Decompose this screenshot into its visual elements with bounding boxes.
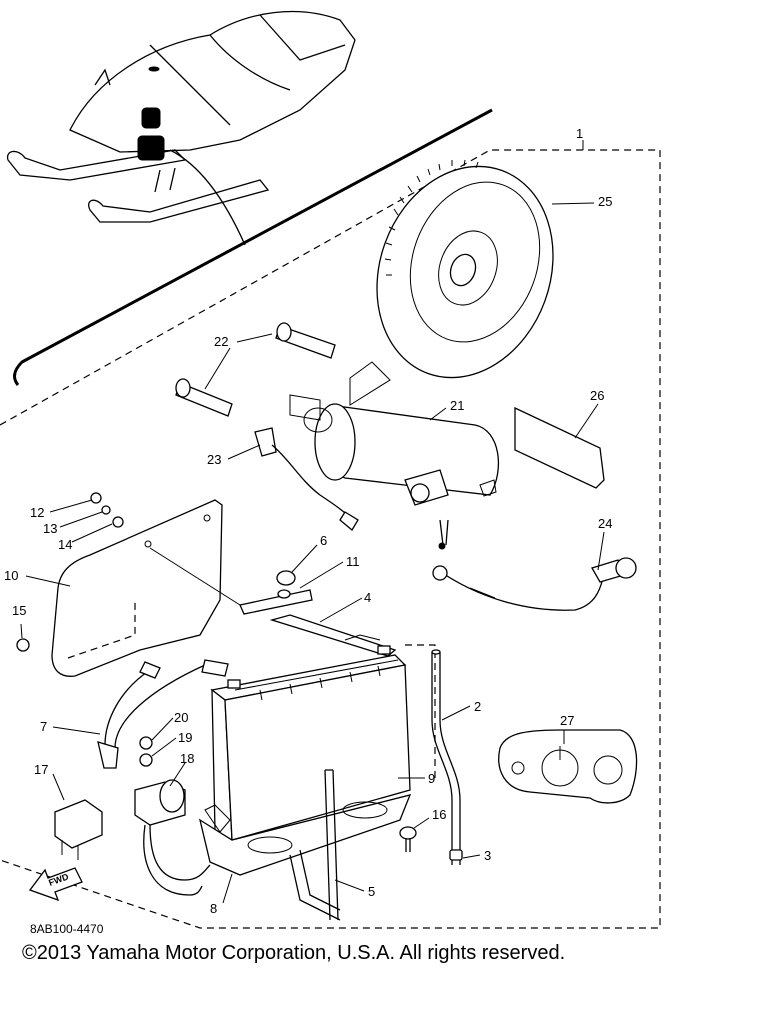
retaining-rod: [289, 769, 341, 921]
callout-3: 3: [484, 848, 491, 863]
callout-12: 12: [30, 505, 44, 520]
callout-19: 19: [178, 730, 192, 745]
snowmobile-illustration: [6, 11, 356, 246]
callout-7: 7: [40, 719, 47, 734]
callout-17: 17: [34, 762, 48, 777]
vent-hose: [431, 649, 463, 865]
callout-20: 20: [174, 710, 188, 725]
separator-line: [13, 108, 493, 386]
callout-2: 2: [474, 699, 481, 714]
callout-10: 10: [4, 568, 18, 583]
callout-6: 6: [320, 533, 327, 548]
bolts: [175, 322, 336, 417]
starter-motor: [289, 361, 500, 550]
callout-16: 16: [432, 807, 446, 822]
battery: [210, 634, 436, 842]
callout-1: 1: [576, 126, 583, 141]
callout-5: 5: [368, 884, 375, 899]
callout-labels: 1 25 22 21 26 23 24 12 13 14 6 11 10 4 1…: [4, 126, 612, 916]
starter-lead-wire: [254, 427, 359, 531]
flywheel: [376, 159, 554, 379]
copyright-notice: ©2013 Yamaha Motor Corporation, U.S.A. A…: [22, 942, 566, 964]
callout-15: 15: [12, 603, 26, 618]
side-panel: [16, 492, 241, 677]
callout-9: 9: [428, 771, 435, 786]
leader-lines: [20, 140, 605, 904]
callout-27: 27: [560, 713, 574, 728]
battery-strap: [269, 614, 397, 657]
callout-21: 21: [450, 398, 464, 413]
battery-cable: [432, 557, 637, 611]
harness-connector-plate: [498, 729, 638, 804]
callout-14: 14: [58, 537, 72, 552]
battery-box: [199, 794, 412, 876]
wire-lead: [97, 659, 229, 769]
bolt-16: [399, 826, 417, 852]
callout-23: 23: [207, 452, 221, 467]
callout-26: 26: [590, 388, 604, 403]
diagram-code: 8AB100-4470: [30, 922, 104, 936]
relay-unit: [54, 799, 103, 860]
callout-8: 8: [210, 901, 217, 916]
callout-18: 18: [180, 751, 194, 766]
callout-24: 24: [598, 516, 612, 531]
callout-13: 13: [43, 521, 57, 536]
callout-4: 4: [364, 590, 371, 605]
bracket-hardware: [239, 570, 313, 615]
callout-25: 25: [598, 194, 612, 209]
callout-11: 11: [346, 554, 360, 569]
forward-arrow: FWD: [28, 867, 83, 902]
starter-relay: [134, 736, 211, 896]
assembly-boundary: [0, 149, 661, 929]
callout-22: 22: [214, 334, 228, 349]
starter-cover: [514, 406, 605, 489]
